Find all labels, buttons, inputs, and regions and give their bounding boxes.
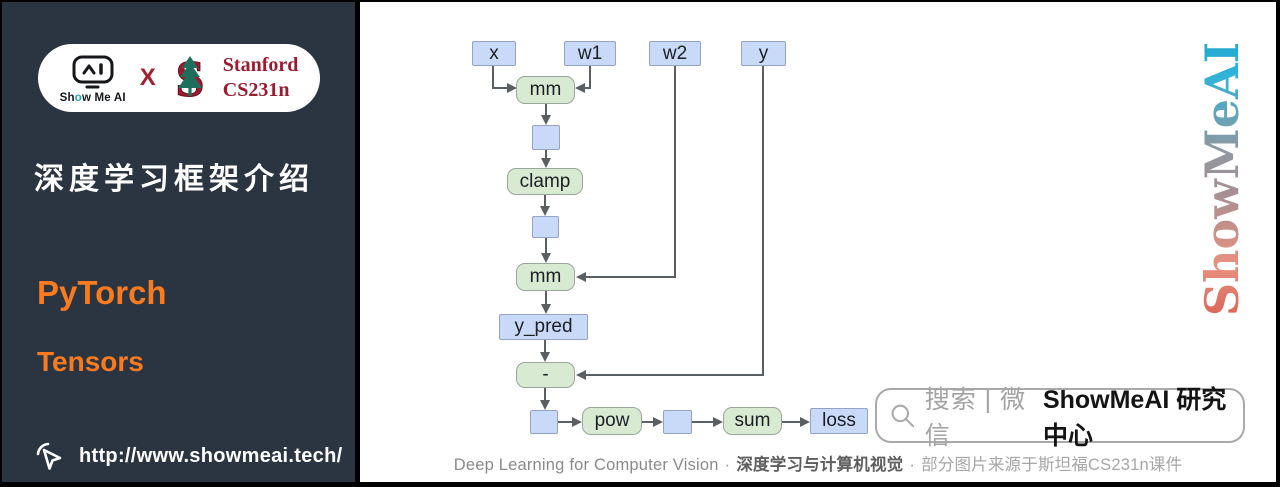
node-w1: w1 [564, 41, 616, 66]
footer-dot-2: · [909, 456, 916, 474]
topic-label: PyTorch [37, 274, 167, 311]
website-url: http://www.showmeai.tech/ [79, 444, 343, 467]
search-placeholder: 搜索 | 微信 [924, 385, 1027, 450]
slide-title: 深度学习框架介绍 [34, 163, 314, 196]
node-clamp: clamp [507, 168, 583, 195]
node-minus: - [516, 362, 575, 388]
node-tensor-4 [663, 410, 692, 434]
footer-caption-zh: 深度学习与计算机视觉 [736, 456, 904, 474]
cursor-click-icon [36, 442, 62, 470]
showmeai-logo: Show Me AI [60, 55, 126, 104]
showmeai-logo-text: Show Me AI [59, 91, 126, 104]
node-pow: pow [582, 407, 642, 435]
footer-caption-note: 部分图片来源于斯坦福CS231n课件 [921, 456, 1183, 474]
node-w2: w2 [649, 41, 701, 66]
showmeai-watermark: ShowMeAI [1195, 34, 1249, 324]
search-icon [891, 404, 915, 427]
node-y: y [741, 41, 786, 66]
node-tensor-1 [532, 125, 560, 150]
slide-content: x w1 w2 y mm clamp mm y_pred - pow sum l… [360, 2, 1276, 482]
node-sum: sum [723, 407, 782, 435]
node-loss: loss [810, 408, 868, 434]
website-link[interactable]: http://www.showmeai.tech/ [34, 440, 342, 472]
node-x: x [472, 41, 516, 66]
brand-badge: Show Me AI X S Stanford CS231n [38, 44, 320, 112]
footer-dot-1: · [724, 456, 731, 474]
robot-head-icon [72, 55, 114, 88]
logo-o-dot: o [74, 91, 82, 104]
footer-caption: Deep Learning for Computer Vision · 深度学习与计… [360, 451, 1276, 475]
node-tensor-3 [530, 410, 558, 434]
search-account-name: ShowMeAI 研究中心 [1042, 385, 1227, 450]
node-mm-1: mm [516, 76, 575, 104]
subtopic-label: Tensors [37, 346, 144, 377]
computational-graph-arrows [492, 66, 810, 427]
node-y-pred: y_pred [499, 314, 588, 340]
footer-caption-en: Deep Learning for Computer Vision [453, 456, 719, 474]
stanford-course-label: Stanford CS231n [222, 54, 299, 101]
wechat-search-box[interactable]: 搜索 | 微信 ShowMeAI 研究中心 [875, 386, 1245, 450]
node-tensor-2 [532, 216, 559, 238]
node-mm-2: mm [516, 263, 575, 291]
stanford-tree-logo: S [175, 52, 205, 104]
collab-x-separator: X [139, 64, 156, 91]
sidebar: Show Me AI X S Stanford CS231n 深度学习框架介绍 … [2, 2, 355, 482]
